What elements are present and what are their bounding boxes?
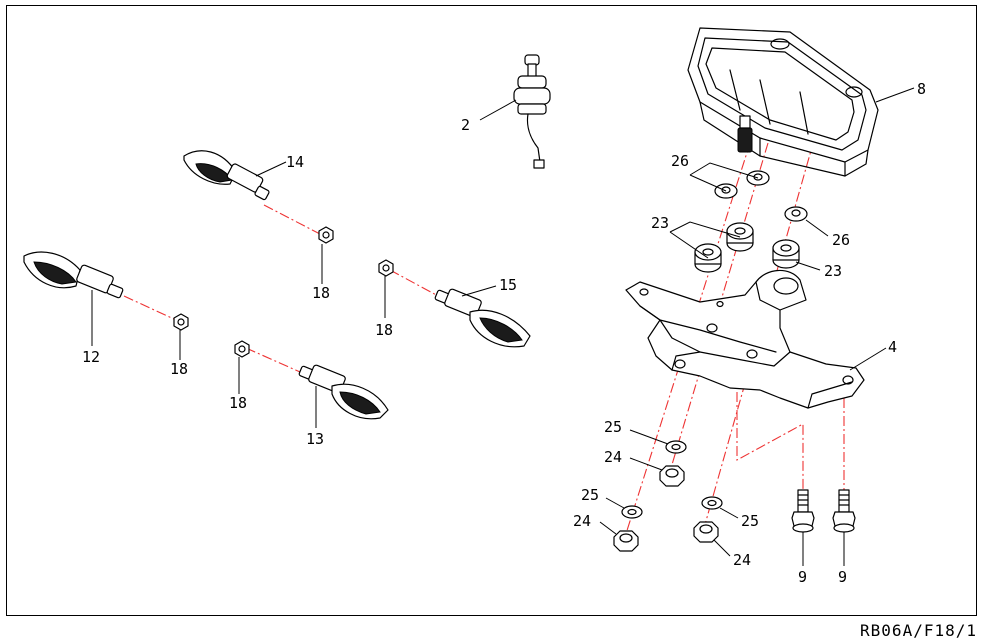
callout-15: 15 bbox=[499, 276, 517, 294]
part-9-bolts bbox=[791, 489, 856, 533]
callout-labels: 2 8 14 18 12 18 15 18 18 13 26 23 26 23 … bbox=[82, 80, 926, 586]
part-14-turn-signal bbox=[183, 150, 270, 201]
callout-13: 13 bbox=[306, 430, 324, 448]
callout-26: 26 bbox=[832, 231, 850, 249]
callout-18: 18 bbox=[170, 360, 188, 378]
callout-25: 25 bbox=[581, 486, 599, 504]
callout-18: 18 bbox=[229, 394, 247, 412]
callout-23: 23 bbox=[824, 262, 842, 280]
callout-12: 12 bbox=[82, 348, 100, 366]
callout-8: 8 bbox=[917, 80, 926, 98]
callout-24: 24 bbox=[573, 512, 591, 530]
callout-18: 18 bbox=[375, 321, 393, 339]
part-23-grommets bbox=[694, 222, 800, 273]
drawing-frame bbox=[6, 5, 977, 616]
drawing-code: RB06A/F18/1 bbox=[860, 621, 977, 640]
callout-9: 9 bbox=[838, 568, 847, 586]
callout-26: 26 bbox=[671, 152, 689, 170]
callout-4: 4 bbox=[888, 338, 897, 356]
part-4-bracket bbox=[625, 269, 865, 409]
callout-25: 25 bbox=[741, 512, 759, 530]
part-12-turn-signal bbox=[23, 251, 124, 299]
part-25-washers bbox=[621, 440, 723, 519]
callout-14: 14 bbox=[286, 153, 304, 171]
part-15-turn-signal bbox=[434, 288, 531, 348]
part-13-turn-signal bbox=[298, 364, 389, 420]
callout-2: 2 bbox=[461, 116, 470, 134]
callout-9: 9 bbox=[798, 568, 807, 586]
leader-lines bbox=[91, 87, 915, 566]
callout-24: 24 bbox=[733, 551, 751, 569]
part-8-instrument-cluster bbox=[687, 27, 879, 177]
callout-23: 23 bbox=[651, 214, 669, 232]
callout-18: 18 bbox=[312, 284, 330, 302]
callout-24: 24 bbox=[604, 448, 622, 466]
part-2-sensor bbox=[513, 54, 551, 169]
callout-25: 25 bbox=[604, 418, 622, 436]
part-26-caps bbox=[714, 170, 808, 222]
part-24-nuts bbox=[613, 465, 719, 552]
part-18-nuts bbox=[173, 226, 394, 358]
